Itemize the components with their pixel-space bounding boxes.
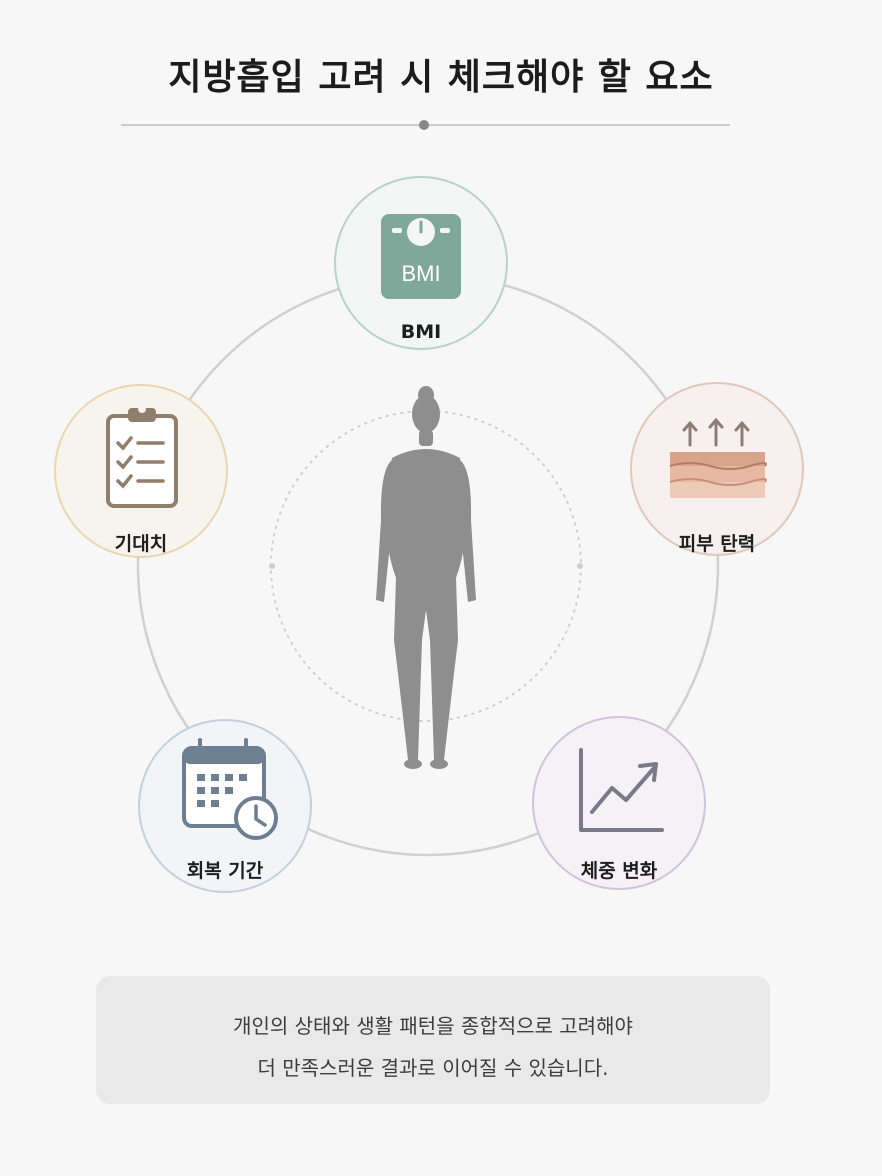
node-label-expectation: 기대치 bbox=[114, 533, 168, 555]
node-skin bbox=[630, 382, 804, 556]
summary-note: 개인의 상태와 생활 패턴을 종합적으로 고려해야 더 만족스러운 결과로 이어… bbox=[96, 976, 770, 1104]
node-expectation bbox=[54, 384, 228, 558]
skin-elasticity-icon bbox=[669, 417, 767, 498]
divider-dot bbox=[419, 120, 429, 130]
ring-dot-right bbox=[577, 563, 583, 569]
summary-line-1: 개인의 상태와 생활 패턴을 종합적으로 고려해야 bbox=[233, 1014, 633, 1038]
node-recovery bbox=[138, 719, 312, 893]
bmi-icon-text: BMI bbox=[401, 261, 440, 286]
human-silhouette-icon bbox=[376, 386, 476, 769]
node-label-bmi: BMI bbox=[400, 321, 442, 343]
trend-chart-icon bbox=[579, 748, 664, 832]
clipboard-checklist-icon bbox=[106, 405, 178, 508]
node-label-recovery: 회복 기간 bbox=[186, 860, 264, 882]
summary-line-2: 더 만족스러운 결과로 이어질 수 있습니다. bbox=[257, 1056, 609, 1080]
node-weight bbox=[532, 716, 706, 890]
page-title: 지방흡입 고려 시 체크해야 할 요소 bbox=[168, 57, 714, 98]
bmi-scale-icon: BMI bbox=[381, 214, 461, 299]
node-bmi: BMI bbox=[334, 176, 508, 350]
calendar-clock-icon bbox=[182, 738, 278, 840]
ring-dot-left bbox=[269, 563, 275, 569]
node-label-skin: 피부 탄력 bbox=[678, 533, 756, 555]
factor-diagram: BMI bbox=[54, 120, 804, 893]
node-label-weight: 체중 변화 bbox=[580, 860, 658, 882]
